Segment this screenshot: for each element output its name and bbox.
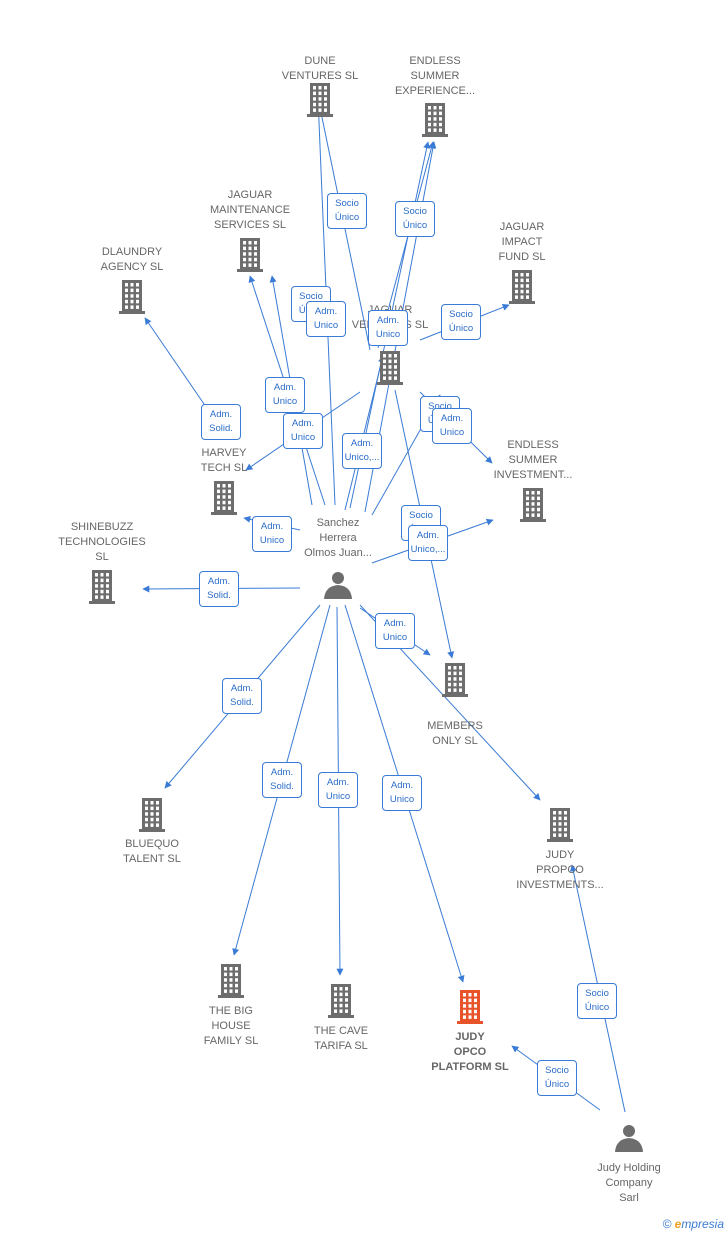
building-icon-bluequo[interactable]: [139, 798, 165, 832]
edge-role-tag[interactable]: Adm.Unico: [432, 408, 472, 444]
building-icon-shinebuzz[interactable]: [89, 570, 115, 604]
icons-layer: [89, 83, 643, 1152]
empresia-watermark[interactable]: © empresia: [662, 1217, 724, 1231]
copyright-icon: ©: [662, 1217, 672, 1231]
building-icon-members[interactable]: [442, 663, 468, 697]
edge-role-tag[interactable]: Adm.Unico: [265, 377, 305, 413]
brand-name: mpresia: [681, 1217, 724, 1231]
edge-role-tag[interactable]: Adm.Solid.: [199, 571, 239, 607]
edge-role-tag[interactable]: Adm.Solid.: [222, 678, 262, 714]
building-icon-dlaundry[interactable]: [119, 280, 145, 314]
building-icon-harvey[interactable]: [211, 481, 237, 515]
edge-role-tag[interactable]: Adm.Unico: [375, 613, 415, 649]
building-icon-jaguar-maint[interactable]: [237, 238, 263, 272]
brand-initial: e: [674, 1217, 682, 1231]
building-icon-jaguar-vent[interactable]: [377, 351, 403, 385]
building-icon-judy-opco[interactable]: [457, 990, 483, 1024]
person-icon-judy-holding[interactable]: [615, 1125, 643, 1152]
building-icon-dune[interactable]: [307, 83, 333, 117]
edge-role-tag[interactable]: Adm.Solid.: [201, 404, 241, 440]
building-icon-cave[interactable]: [328, 984, 354, 1018]
building-icon-endless-exp[interactable]: [422, 103, 448, 137]
edge-role-tag[interactable]: Adm.Unico: [318, 772, 358, 808]
edge-role-tag[interactable]: Adm.Unico: [382, 775, 422, 811]
edge-role-tag[interactable]: Adm.Solid.: [262, 762, 302, 798]
building-icon-big-house[interactable]: [218, 964, 244, 998]
edge-role-tag[interactable]: Adm.Unico: [252, 516, 292, 552]
edge-role-tag[interactable]: Adm.Unico,...: [342, 433, 382, 469]
edge-role-tag[interactable]: Adm.Unico: [306, 301, 346, 337]
edge-line: [144, 317, 216, 421]
edge-role-tag[interactable]: Adm.Unico: [368, 310, 408, 346]
edge-role-tag[interactable]: Adm.Unico,...: [408, 525, 448, 561]
building-icon-judy-propco[interactable]: [547, 808, 573, 842]
person-icon-sanchez[interactable]: [324, 572, 352, 599]
building-icon-endless-inv[interactable]: [520, 488, 546, 522]
building-icon-jaguar-impact[interactable]: [509, 270, 535, 304]
edge-role-tag[interactable]: Adm.Unico: [283, 413, 323, 449]
